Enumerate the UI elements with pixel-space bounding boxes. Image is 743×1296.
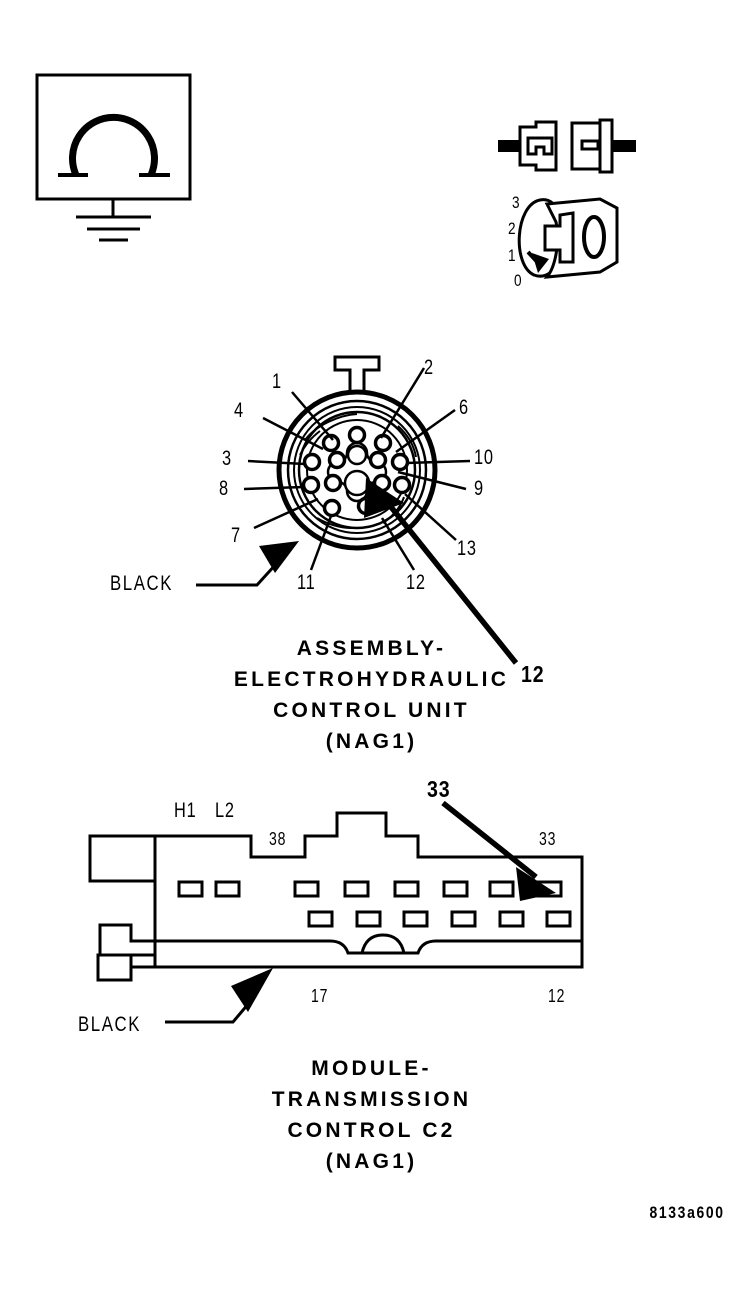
leader-pin-6 [395,408,456,454]
caption-line-2: ELECTROHYDRAULIC [233,668,510,691]
pin-label-6: 6 [459,396,469,419]
label-17: 17 [311,986,329,1006]
pin-label-7: 7 [231,524,241,547]
leader-pin-1 [291,391,334,441]
callout-33: 33 [427,776,451,802]
pin-label-2: 2 [424,356,434,379]
pin-cavity-row-top [177,880,563,898]
arrowhead-callout-12 [364,478,404,518]
leader-pin-12 [380,517,416,571]
wire-color-black-rect: BLACK [78,1013,142,1036]
leader-pin-4 [262,416,324,451]
rotation-scale-3: 3 [512,193,521,212]
leader-pin-13 [404,493,457,541]
leader-pin-7 [253,497,319,530]
label-33-thin: 33 [539,829,557,849]
leader-pin-9 [397,470,467,491]
pin-label-12: 12 [406,571,426,594]
pin-label-9: 9 [474,477,484,500]
pin-cavity-row-bottom [307,910,572,928]
arrowhead-callout-33 [516,867,556,901]
disconnected-connector-pair-icon [498,118,636,174]
leader-pin-2 [379,367,426,439]
label-l2: L2 [215,799,235,822]
pin-label-1: 1 [272,370,282,393]
arrowhead-black-round [259,541,299,573]
label-38: 38 [269,829,287,849]
pin-label-3: 3 [222,447,232,470]
rotation-scale-0: 0 [514,271,523,290]
label-h1: H1 [174,799,197,822]
leader-pin-11 [309,515,333,571]
caption-line-3: CONTROL UNIT [273,699,470,722]
rect-caption-line-2: TRANSMISSION [271,1088,472,1111]
leader-black-round [196,561,279,587]
rect-caption-line-4: (NAG1) [325,1150,418,1173]
caption-line-4: (NAG1) [325,730,418,753]
ohmmeter-icon [35,73,192,242]
leader-pin-3 [247,459,306,466]
leader-callout-33 [441,800,538,880]
wire-color-black-round: BLACK [110,572,174,595]
connector-rotation-view [517,197,619,279]
leader-pin-8 [243,485,305,491]
pin-label-10: 10 [474,446,494,469]
pin-label-4: 4 [234,399,244,422]
leader-callout-12 [380,495,519,665]
figure-reference-id: 8133a600 [649,1203,725,1222]
pin-label-8: 8 [219,477,229,500]
pin-label-11: 11 [297,571,316,594]
leader-pin-10 [405,459,471,465]
round-connector-caption: ASSEMBLY- ELECTROHYDRAULIC CONTROL UNIT … [0,633,743,757]
rect-connector-graphic [88,800,584,1024]
rect-caption-line-1: MODULE- [311,1057,432,1080]
label-12-rect: 12 [548,986,566,1006]
rect-caption-line-3: CONTROL C2 [287,1119,456,1142]
pin-label-13: 13 [457,537,477,560]
rotation-scale-2: 2 [508,219,517,238]
rect-connector-caption: MODULE- TRANSMISSION CONTROL C2 (NAG1) [0,1053,743,1177]
callout-12: 12 [521,661,545,687]
rotation-scale-1: 1 [508,246,517,265]
leader-black-rect [165,1002,251,1024]
caption-line-1: ASSEMBLY- [296,637,447,660]
arrowhead-black-rect [231,968,273,1012]
round-connector-graphic [196,355,519,665]
